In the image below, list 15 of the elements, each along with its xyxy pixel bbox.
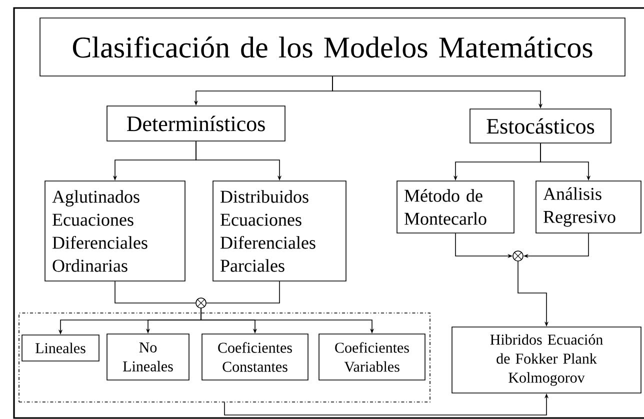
model-box: Aglutinados Ecuaciones Diferenciales Ordinarias — [44, 180, 186, 282]
type-box: Lineales — [22, 334, 100, 362]
category-box: Estocásticos — [470, 108, 612, 144]
model-box: Distribuidos Ecuaciones Diferenciales Parciales — [212, 180, 346, 282]
type-box: No Lineales — [106, 334, 190, 380]
category-box: Determinísticos — [106, 106, 286, 142]
title-box: Clasificación de los Modelos Matemáticos — [40, 18, 626, 76]
type-box: Coeficientes Variables — [318, 334, 426, 380]
model-box: Hibridos Ecuación de Fokker Plank Kolmogorov — [452, 326, 642, 394]
junction-circle — [196, 298, 206, 308]
model-box: Método de Montecarlo — [396, 180, 514, 234]
type-box: Coeficientes Constantes — [202, 334, 308, 380]
junction-circle — [512, 250, 524, 262]
model-box: Análisis Regresivo — [536, 180, 642, 234]
group-box — [18, 312, 430, 402]
